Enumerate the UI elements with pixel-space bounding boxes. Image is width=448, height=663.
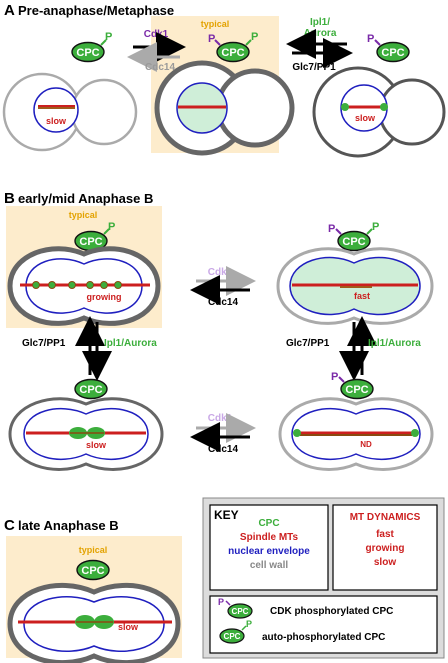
section-a-title: Pre-anaphase/Metaphase [18,3,174,18]
svg-text:CPC: CPC [79,236,102,248]
section-b-letter: B [4,190,15,207]
dynamics-fast: fast [376,529,394,540]
cell-a-right: slow [312,66,446,158]
svg-text:P: P [367,33,374,45]
label-cdc14-b-top: Cdc14 [208,297,238,308]
key-cdk-cpc-label: CDK phosphorylated CPC [270,606,393,617]
svg-text:CPC: CPC [232,607,249,616]
key-auto-cpc-icon: CPC P [219,619,252,644]
cell-c: slow [7,582,181,663]
cpc-b-top-right: CPC P P [328,221,379,252]
cell-b-top-left-dynamics: growing [87,292,122,302]
dynamics-slow: slow [374,557,396,568]
cell-c-dynamics: slow [118,622,139,632]
label-cdc14-b-bottom: Cdc14 [208,444,238,455]
label-cdk1-b-bottom: Cdk1 [208,413,233,424]
key-item-nuclear: nuclear envelope [228,546,310,557]
cpc-a-center: CPC P P [208,31,258,63]
label-glc7-b-right: Glc7/PP1 [286,338,330,349]
section-c-title: late Anaphase B [18,518,119,533]
cell-b-bottom-left: slow [8,397,164,471]
typical-label-a: typical [201,19,230,29]
label-glc7-b-left: Glc7/PP1 [22,338,66,349]
section-a-letter: A [4,2,15,19]
key-item-spindle: Spindle MTs [240,532,299,543]
svg-text:CPC: CPC [79,384,102,396]
key-item-cpc: CPC [258,518,279,529]
key-auto-cpc-label: auto-phosphorylated CPC [262,632,385,643]
svg-text:CPC: CPC [81,565,104,577]
label-ipl1-a-2: Aurora [304,28,337,39]
cell-a-right-dynamics: slow [355,113,376,123]
svg-text:P: P [108,221,115,233]
key-item-wall: cell wall [250,560,289,571]
label-cdk1-b-top: Cdk1 [208,267,233,278]
cell-b-top-right-dynamics: fast [354,291,370,301]
cell-a-left: slow [2,72,138,152]
cpc-a-right: CPC P [367,33,410,63]
svg-text:P: P [208,33,215,45]
cpc-b-bottom-left: CPC [74,378,108,400]
svg-text:P: P [246,619,252,629]
svg-text:CPC: CPC [342,236,365,248]
cell-b-top-left: growing [7,246,161,326]
svg-text:P: P [218,597,224,607]
cell-b-bottom-left-dynamics: slow [86,440,107,450]
cpc-b-top-left: CPC P [74,221,115,252]
phospho-box [209,595,438,654]
cell-b-top-right: fast [276,247,434,325]
svg-text:CPC: CPC [381,47,404,59]
cell-a-left-dynamics: slow [46,116,67,126]
svg-text:P: P [328,223,335,235]
label-cdk1-a: Cdk1 [144,29,169,40]
cell-b-bottom-right: ND [278,397,434,471]
key-box [209,504,329,591]
dynamics-title: MT DYNAMICS [350,512,421,523]
svg-text:CPC: CPC [76,47,99,59]
svg-text:P: P [105,31,112,43]
dynamics-box [332,504,438,591]
svg-text:CPC: CPC [345,384,368,396]
typical-label-b: typical [69,210,98,220]
label-ipl1-b-left: Ipl1/Aurora [104,338,157,349]
cpc-b-bottom-right: CPC P [331,371,374,400]
svg-text:P: P [251,31,258,43]
svg-text:P: P [331,371,338,383]
svg-text:CPC: CPC [224,632,241,641]
section-b-title: early/mid Anaphase B [18,191,153,206]
cell-b-bottom-right-dynamics: ND [360,440,372,449]
svg-text:CPC: CPC [221,47,244,59]
typical-label-c: typical [79,545,108,555]
cell-a-center [154,60,295,156]
key-cdk-cpc-icon: CPC P [218,597,253,619]
dynamics-growing: growing [366,543,405,554]
svg-text:P: P [372,221,379,233]
cpc-a-left: CPC P [71,31,112,63]
label-cdc14-a: Cdc14 [145,62,175,73]
key-title: KEY [214,508,239,522]
section-c-letter: C [4,517,15,534]
cpc-c: CPC [76,559,110,581]
label-glc7-a: Glc7/PP1 [292,62,336,73]
label-ipl1-b-right: Ipl1/Aurora [368,338,421,349]
label-ipl1-a-1: Ipl1/ [310,17,330,28]
